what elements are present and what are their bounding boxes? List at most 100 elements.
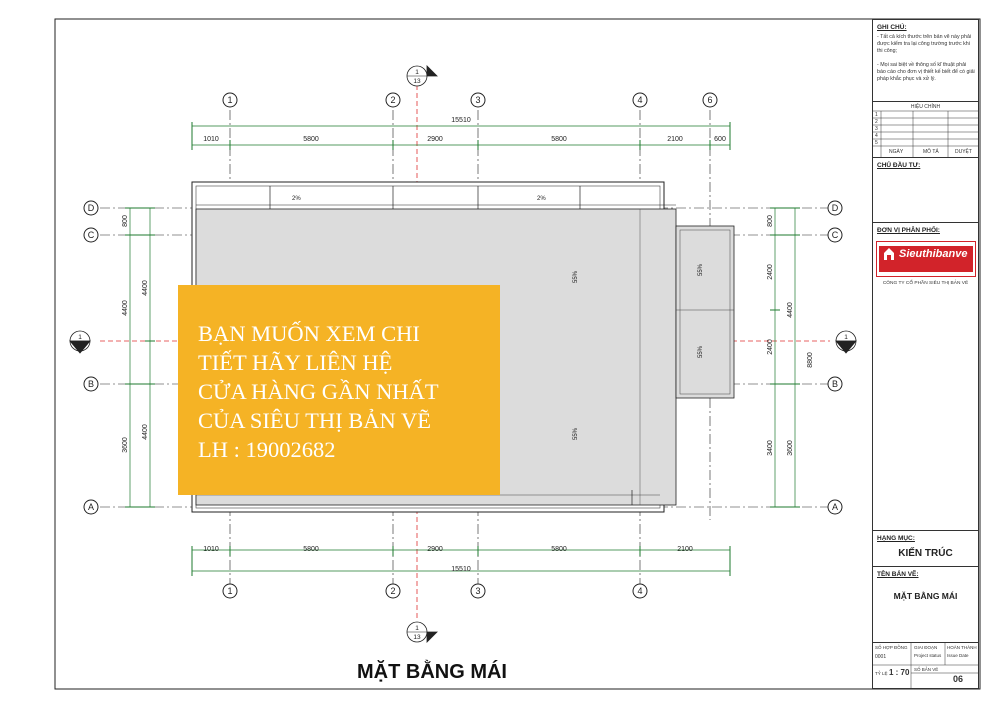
- category-heading: HẠNG MỤC:: [877, 535, 915, 542]
- dim-top-part: 2900: [427, 136, 443, 143]
- dim-bottom-total: 15510: [451, 566, 471, 573]
- dim-top-total: 15510: [451, 117, 471, 124]
- sheet-name-section: TÊN BẢN VẼ: MẶT BẰNG MÁI: [873, 567, 978, 643]
- sheet-no-value: 06: [953, 674, 964, 684]
- revision-row-number: 5: [875, 140, 878, 146]
- grid-label: 6: [707, 95, 712, 105]
- revision-col-approve: DUYỆT: [955, 149, 972, 155]
- overlay-contact-line: LH : 19002682: [198, 437, 336, 462]
- phase-value: Project status: [914, 653, 942, 658]
- investor-heading: CHỦ ĐẦU TƯ:: [877, 162, 921, 169]
- revision-row-number: 1: [875, 112, 878, 118]
- overlay-text-line: CỬA HÀNG GẦN NHẤT: [198, 379, 439, 404]
- dim-top-part: 600: [714, 136, 726, 143]
- grid-label: D: [88, 203, 95, 213]
- dim-right-total: 4400: [787, 302, 794, 318]
- distributor-heading: ĐƠN VỊ PHÂN PHỐI:: [877, 227, 940, 234]
- revision-heading: HIỆU CHỈNH: [910, 104, 941, 110]
- grid-label: A: [832, 502, 838, 512]
- grid-label: B: [832, 379, 838, 389]
- title-block: GHI CHÚ: - Tất cả kích thước trên bản vẽ…: [872, 19, 979, 689]
- brand-company-name: CÔNG TY CỔ PHẦN SIÊU THỊ BẢN VẼ: [882, 281, 969, 286]
- sheet-name-value: MẶT BẰNG MÁI: [893, 591, 958, 601]
- slope-label: 55%: [573, 427, 579, 440]
- section-mark-bottom-sheet: 13: [413, 634, 421, 641]
- grid-label: C: [832, 230, 839, 240]
- grid-label: 2: [390, 586, 395, 596]
- revision-row-number: 4: [875, 133, 878, 139]
- note-item: - Mọi sai biệt về thông số kĩ thuật phải…: [877, 62, 975, 82]
- house-icon: [884, 248, 894, 260]
- dim-bottom-part: 5800: [303, 546, 319, 553]
- dim-right-total: 8800: [807, 352, 814, 368]
- slope-label: 2%: [292, 196, 301, 202]
- scale-label: TỶ LỆ: [875, 671, 888, 676]
- dim-top-part: 5800: [551, 136, 567, 143]
- note-item: - Tất cả kích thước trên bản vẽ này phải…: [877, 34, 972, 54]
- brand-name: Sieuthibanve: [899, 248, 968, 260]
- notes-section: GHI CHÚ: - Tất cả kích thước trên bản vẽ…: [873, 20, 978, 102]
- category-value: KIẾN TRÚC: [898, 548, 953, 559]
- dim-left-sub: 4400: [142, 280, 149, 296]
- dim-top-part: 5800: [303, 136, 319, 143]
- dim-bottom-part: 1010: [203, 546, 219, 553]
- dim-top-part: 1010: [203, 136, 219, 143]
- dim-bottom-part: 2900: [427, 546, 443, 553]
- overlay-text-line: CỦA SIÊU THỊ BẢN VẼ: [198, 408, 431, 433]
- revision-col-desc: MÔ TẢ: [923, 149, 939, 155]
- dim-bottom-part: 5800: [551, 546, 567, 553]
- section-mark-bottom-num: 1: [415, 625, 419, 632]
- phase-label: GIAI ĐOẠN: [914, 645, 938, 650]
- grid-label: 3: [475, 586, 480, 596]
- dim-right-part: 2400: [767, 339, 774, 355]
- dim-right-part: 2400: [767, 264, 774, 280]
- dim-right-part: 3600: [787, 440, 794, 456]
- slope-label: 55%: [573, 270, 579, 283]
- slope-label: 55%: [698, 263, 704, 276]
- revision-section: HIỆU CHỈNH 1 2 3 4 5 NGÀY MÔ TẢ DUYỆT: [873, 102, 978, 158]
- grid-label: C: [88, 230, 95, 240]
- grid-label: 4: [637, 95, 642, 105]
- revision-row-number: 3: [875, 126, 878, 132]
- overlay-text-line: TIẾT HÃY LIÊN HỆ: [198, 350, 393, 375]
- dim-left-sub: 4400: [142, 424, 149, 440]
- section-mark-top-sheet: 13: [413, 78, 421, 85]
- grid-label: 2: [390, 95, 395, 105]
- dim-left-part: 3600: [122, 437, 129, 453]
- overlay-text-line: BẠN MUỐN XEM CHI: [198, 321, 420, 346]
- section-mark-top-num: 1: [415, 69, 419, 76]
- dim-bottom-part: 2100: [677, 546, 693, 553]
- grid-label: A: [88, 502, 94, 512]
- investor-section: CHỦ ĐẦU TƯ:: [873, 158, 978, 223]
- grid-label: 1: [227, 586, 232, 596]
- section-mark-right-num: 1: [844, 334, 848, 341]
- contact-overlay: BẠN MUỐN XEM CHI TIẾT HÃY LIÊN HỆ CỬA HÀ…: [178, 285, 500, 495]
- dim-left-part: 800: [122, 215, 129, 227]
- brand-logo: Sieuthibanve: [876, 241, 976, 277]
- grid-label: D: [832, 203, 839, 213]
- sheet-info-section: SỐ HỢP ĐỒNG 0001 GIAI ĐOẠN Project statu…: [873, 643, 978, 688]
- sheet-name-heading: TÊN BẢN VẼ:: [877, 571, 919, 578]
- drawing-title: MẶT BẰNG MÁI: [357, 659, 507, 683]
- grid-label: B: [88, 379, 94, 389]
- section-mark-right-sheet: 11: [843, 343, 850, 350]
- category-section: HẠNG MỤC: KIẾN TRÚC: [873, 531, 978, 567]
- contract-no-label: SỐ HỢP ĐỒNG: [875, 645, 908, 650]
- slope-label: 55%: [698, 345, 704, 358]
- dim-right-part: 800: [767, 215, 774, 227]
- contract-no-value: 0001: [875, 654, 887, 660]
- grid-label: 4: [637, 586, 642, 596]
- section-mark-left-sheet: 11: [77, 343, 84, 350]
- notes-heading: GHI CHÚ:: [877, 24, 907, 31]
- grid-label: 3: [475, 95, 480, 105]
- scale-value: 1 : 70: [889, 668, 910, 677]
- revision-col-date: NGÀY: [889, 149, 904, 155]
- sheet-no-label: SỐ BẢN VẼ: [914, 667, 939, 672]
- dim-top-part: 2100: [667, 136, 683, 143]
- distributor-section: ĐƠN VỊ PHÂN PHỐI: Sieuthibanve CÔNG TY C…: [873, 223, 978, 531]
- slope-label: 2%: [537, 196, 546, 202]
- grid-label: 1: [227, 95, 232, 105]
- section-mark-left-num: 1: [78, 334, 82, 341]
- completion-value: Issue Date: [947, 653, 969, 658]
